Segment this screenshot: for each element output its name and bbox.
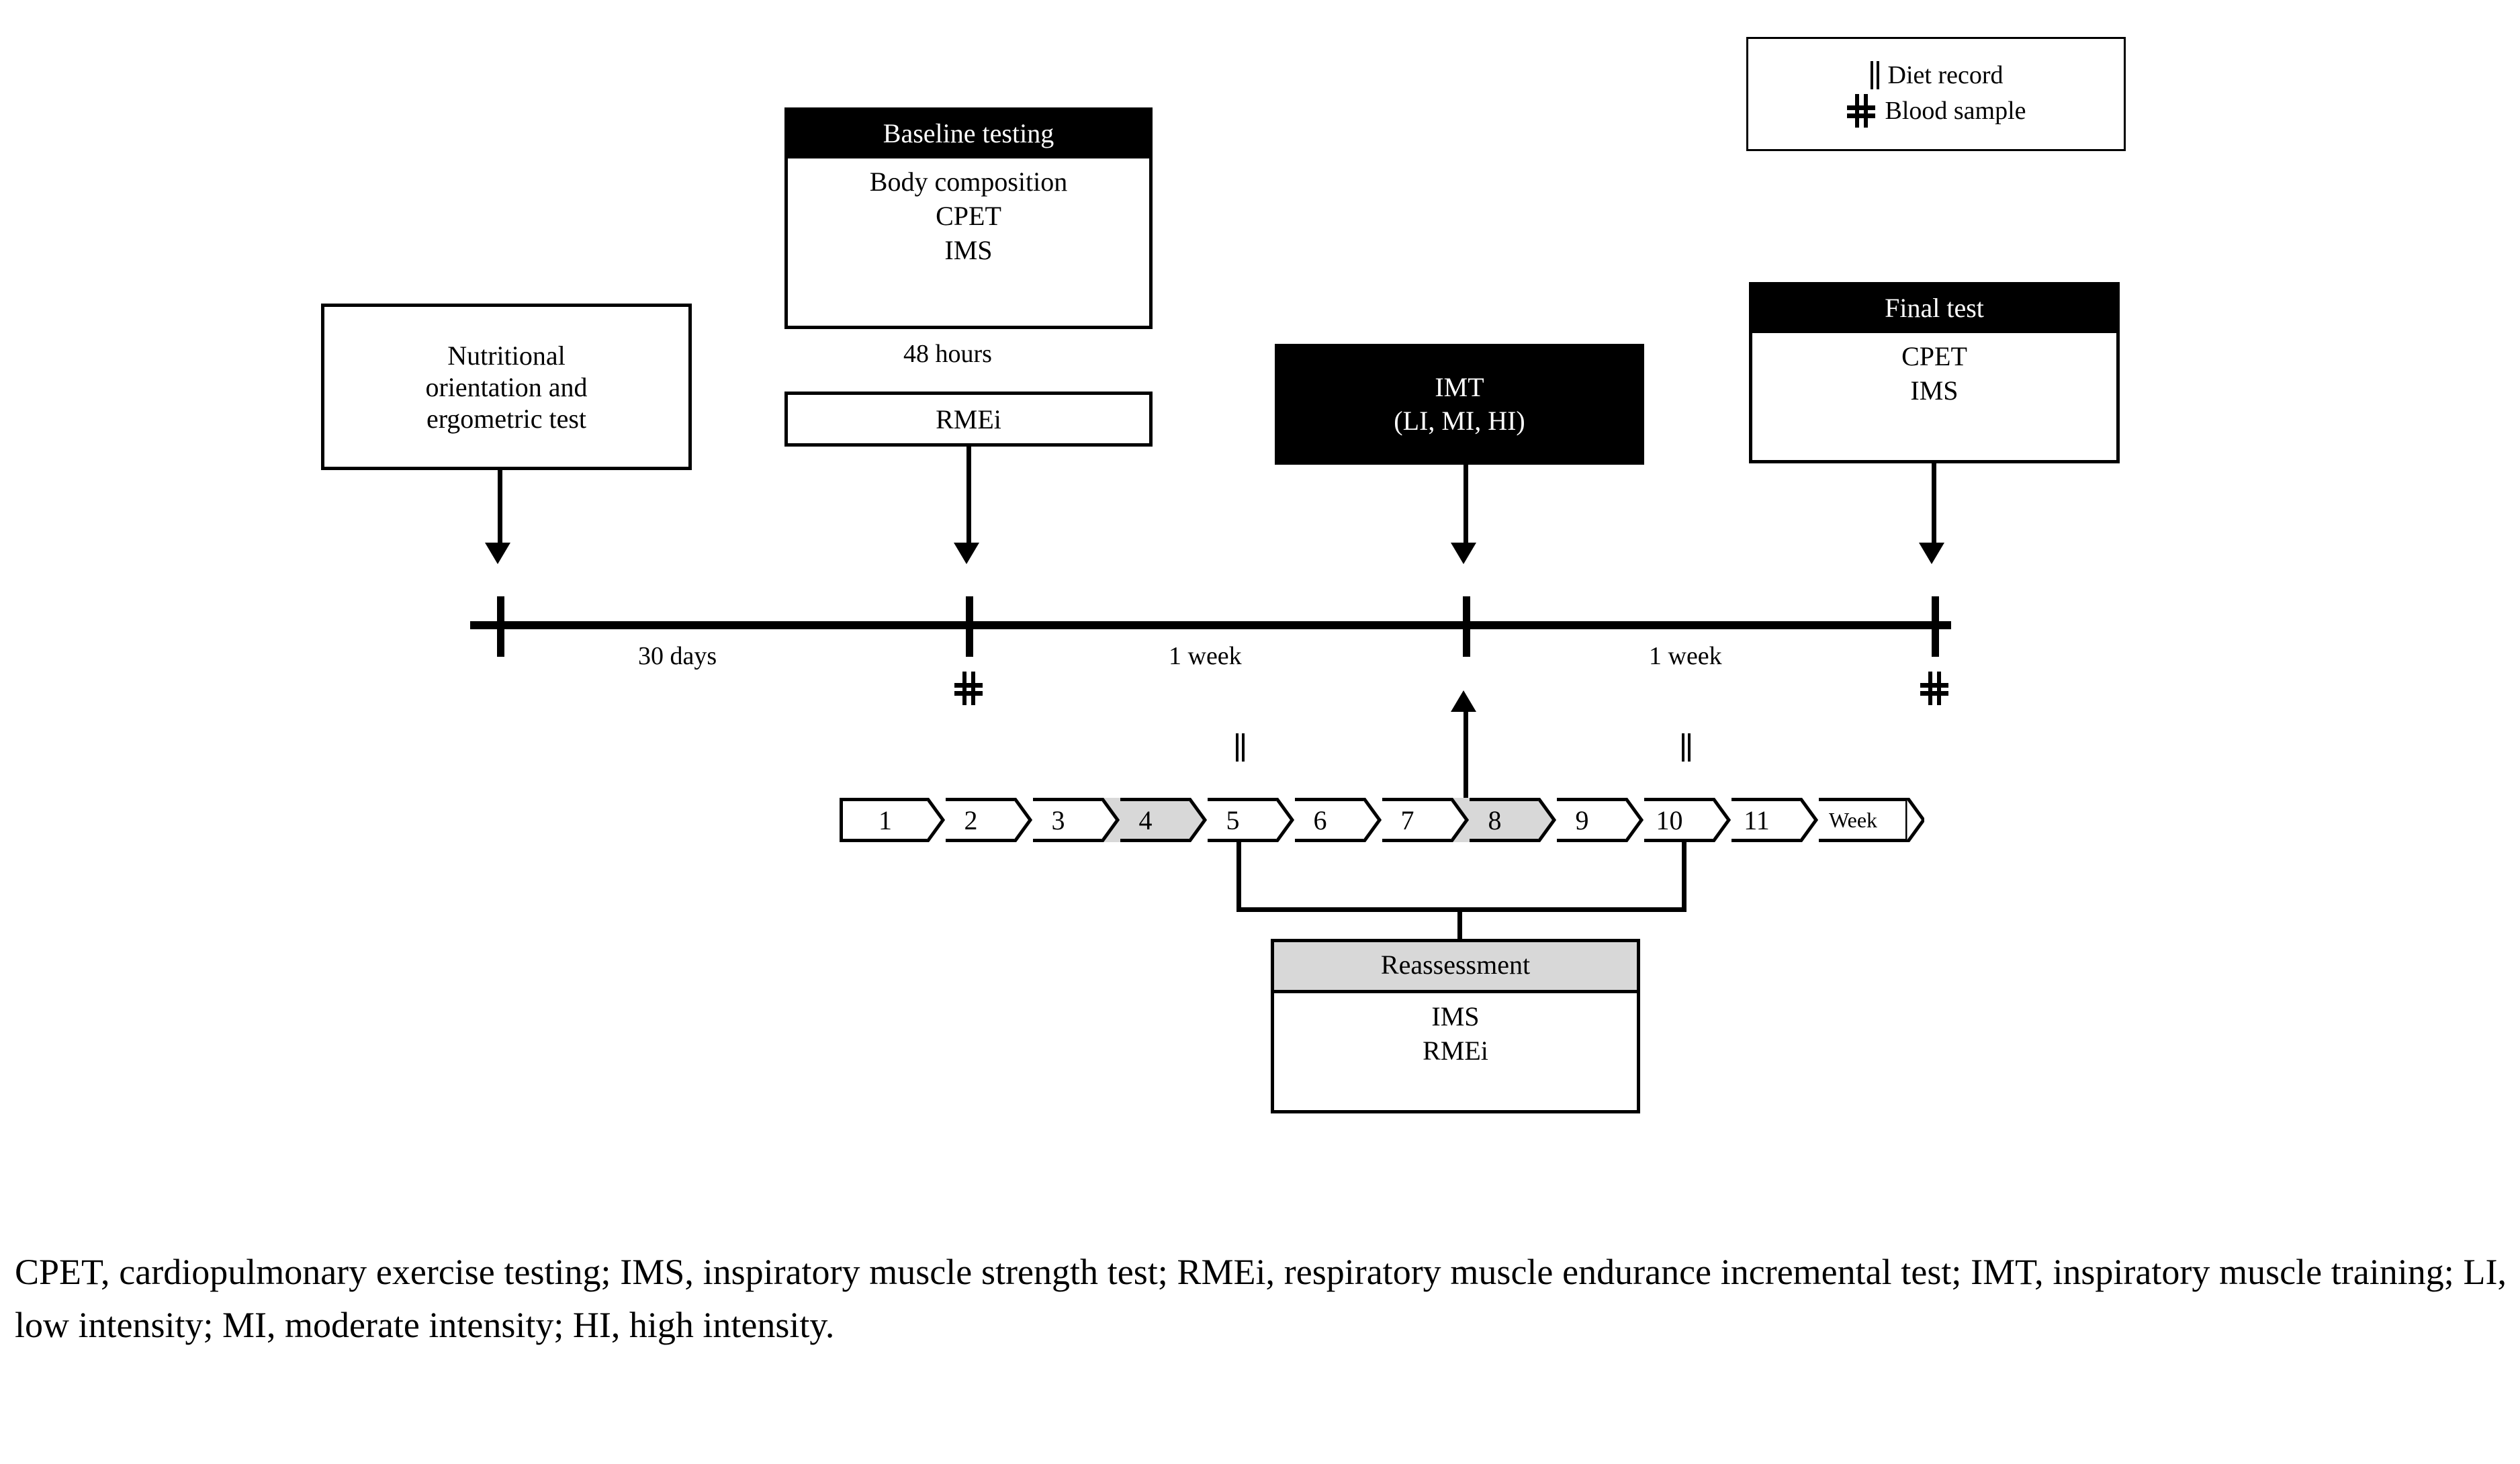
interval-48-hours-label: 48 hours: [903, 340, 992, 368]
timeline-tick-2: [966, 596, 973, 657]
bracket-right-stem: [1682, 842, 1686, 912]
chevron-right-icon: [1800, 798, 1819, 842]
legend-box: Diet record Blood sample: [1746, 37, 2126, 151]
chevron-right-icon: [1276, 798, 1295, 842]
bracket-left-stem: [1236, 842, 1241, 912]
arrowhead-rmei: [954, 543, 979, 564]
timeline-tick-4: [1932, 596, 1939, 657]
chevron-right-icon: [1451, 798, 1470, 842]
timeline-interval-1: 30 days: [638, 642, 717, 670]
chevron-right-icon: [927, 798, 946, 842]
diet-record-marker-week8: [1680, 733, 1691, 765]
chevron-right-icon: [1905, 798, 1924, 842]
legend-label-diet-record: Diet record: [1887, 61, 2004, 89]
baseline-line-2: CPET: [936, 200, 1001, 231]
arrowhead-nutritional: [485, 543, 510, 564]
week-cell-label: 5: [1226, 805, 1240, 835]
week-cell-label: Week: [1828, 807, 1878, 832]
week-cell-label: 7: [1400, 805, 1414, 835]
week-cell-label: 1: [879, 805, 892, 835]
imt-line-1: IMT: [1435, 372, 1484, 402]
imt-line-2: (LI, MI, HI): [1394, 406, 1525, 436]
nutritional-line-3: ergometric test: [426, 403, 587, 434]
legend-item-diet-record: Diet record: [1869, 60, 2004, 90]
reassessment-header: Reassessment: [1274, 942, 1637, 993]
arrowhead-final: [1919, 543, 1944, 564]
week-cell-label: 11: [1744, 805, 1770, 835]
chevron-right-icon: [1363, 798, 1382, 842]
week-cell-label: 4: [1138, 805, 1153, 835]
figure-caption: CPET, cardiopulmonary exercise testing; …: [15, 1252, 2507, 1345]
connector-imt: [1464, 465, 1468, 545]
baseline-testing-box: Baseline testing Body composition CPET I…: [784, 107, 1153, 329]
week-cell-label: 8: [1488, 805, 1502, 835]
reassessment-line-2: RMEi: [1423, 1035, 1488, 1066]
chevron-right-icon: [1014, 798, 1033, 842]
reassessment-box: Reassessment IMS RMEi: [1271, 939, 1640, 1113]
timeline-interval-3: 1 week: [1649, 642, 1722, 670]
week-cell-label: 10: [1656, 805, 1683, 835]
rmei-box: RMEi: [784, 392, 1153, 447]
arrowhead-weekbar-to-timeline: [1451, 690, 1476, 712]
timeline-tick-1: [497, 596, 504, 657]
reassessment-body: IMS RMEi: [1274, 993, 1637, 1077]
final-line-2: IMS: [1910, 375, 1959, 406]
chevron-right-icon: [1713, 798, 1731, 842]
connector-reassessment: [1457, 907, 1462, 968]
blood-sample-marker-final: [1919, 672, 1950, 708]
blood-sample-icon: [1846, 94, 1877, 128]
connector-rmei: [966, 447, 971, 545]
chevron-right-icon: [1101, 798, 1120, 842]
chevron-right-icon: [1189, 798, 1208, 842]
week-progress-bar: 1 2 3 4 5 6 7 8 9 10 11 Week: [840, 798, 1924, 842]
week-cell-1: 1: [840, 798, 946, 842]
final-line-1: CPET: [1901, 340, 1967, 371]
timeline-tick-3: [1463, 596, 1470, 657]
final-test-header: Final test: [1752, 285, 2116, 333]
week-cell-label: 3: [1051, 805, 1065, 835]
nutritional-line-2: orientation and: [425, 371, 588, 402]
diet-record-marker-week4: [1234, 733, 1245, 765]
connector-nutritional: [498, 470, 502, 545]
imt-box: IMT (LI, MI, HI): [1275, 344, 1644, 465]
nutritional-line-1: Nutritional: [447, 340, 566, 371]
final-test-box: Final test CPET IMS: [1749, 282, 2120, 463]
baseline-testing-header: Baseline testing: [788, 111, 1149, 158]
blood-sample-marker-baseline: [953, 672, 984, 708]
baseline-line-1: Body composition: [869, 166, 1068, 197]
baseline-testing-body: Body composition CPET IMS: [788, 158, 1149, 276]
arrowhead-imt: [1451, 543, 1476, 564]
reassessment-line-1: IMS: [1431, 1001, 1480, 1032]
baseline-line-3: IMS: [944, 235, 993, 266]
week-cell-label: 6: [1313, 805, 1327, 835]
nutritional-orientation-box: Nutritional orientation and ergometric t…: [321, 304, 692, 470]
timeline-interval-2: 1 week: [1169, 642, 1242, 670]
legend-item-blood-sample: Blood sample: [1846, 94, 2026, 128]
chevron-right-icon: [1538, 798, 1557, 842]
legend-label-blood-sample: Blood sample: [1885, 97, 2026, 125]
chevron-right-icon: [1625, 798, 1644, 842]
week-cell-label: 9: [1575, 805, 1589, 835]
connector-weekbar-to-timeline: [1464, 711, 1468, 799]
final-test-body: CPET IMS: [1752, 332, 2116, 416]
connector-final: [1932, 463, 1936, 545]
timeline-axis: [470, 621, 1951, 629]
week-cell-label: 2: [964, 805, 978, 835]
diet-record-icon: [1869, 61, 1880, 89]
rmei-label: RMEi: [936, 404, 1001, 434]
